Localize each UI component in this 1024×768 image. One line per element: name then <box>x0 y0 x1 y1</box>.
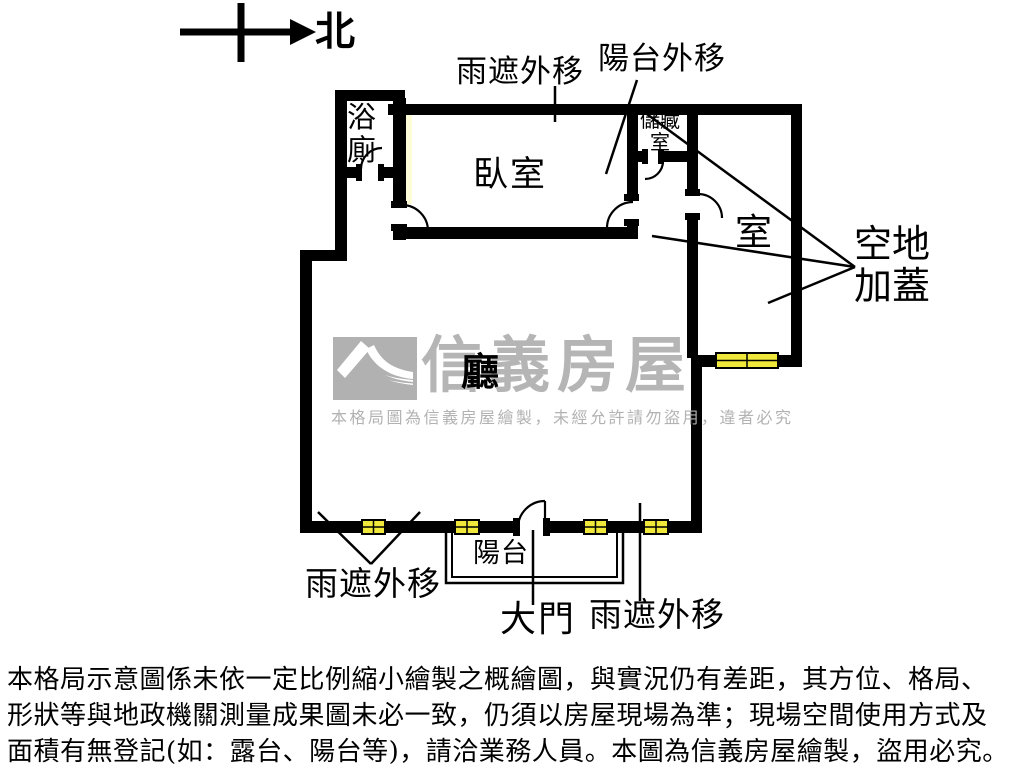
watermark-brand: 信義房屋 <box>421 330 694 401</box>
room-label-bathroom: 浴廁 <box>347 100 377 167</box>
disclaimer-line-1: 本格局示意圖係未依一定比例縮小繪製之概繪圖，與實況仍有差距，其方位、格局、 <box>7 665 988 695</box>
annotation-balcony-extension: 陽台外移 <box>598 41 726 77</box>
main-door-opening <box>520 519 543 535</box>
annotation-open-land-cover: 空地加蓋 <box>854 222 931 308</box>
annotation-rain-shelter-bottom-left: 雨遮外移 <box>305 564 441 603</box>
room-label-balcony: 陽台 <box>473 538 529 569</box>
north-label: 北 <box>315 8 355 55</box>
walls <box>300 90 802 533</box>
annotation-rain-shelter-top: 雨遮外移 <box>456 54 584 90</box>
room-label-bedroom: 臥室 <box>473 155 548 195</box>
watermark-tagline: 本格局圖為信義房屋繪製，未經允許請勿盜用，違者必究 <box>331 408 794 427</box>
room-label-side-room: 室 <box>735 211 772 254</box>
sinyi-logo-icon <box>333 337 417 400</box>
window-mullions <box>362 353 778 534</box>
disclaimer-line-2: 形狀等與地政機關測量成果圖未必一致，仍須以房屋現場為準；現場空間使用方式及 <box>7 701 988 731</box>
room-label-storage: 儲藏室 <box>640 108 680 154</box>
north-arrow-icon <box>180 3 316 62</box>
annotation-main-gate: 大門 <box>500 599 577 640</box>
door-frames <box>356 149 700 536</box>
annotation-rain-shelter-bottom-right: 雨遮外移 <box>589 595 725 634</box>
disclaimer-line-3: 面積有無登記(如：露台、陽台等)，請洽業務人員。本圖為信義房屋繪製，盜用必究。 <box>7 737 1009 767</box>
room-label-living: 廳 <box>461 349 500 394</box>
disclaimer-text: 本格局示意圖係未依一定比例縮小繪製之概繪圖，與實況仍有差距，其方位、格局、 形狀… <box>7 662 1019 768</box>
balcony-outline <box>444 533 625 585</box>
leader-lines <box>317 79 856 605</box>
wall-highlight-strip <box>405 108 412 204</box>
door-arcs <box>359 146 724 529</box>
